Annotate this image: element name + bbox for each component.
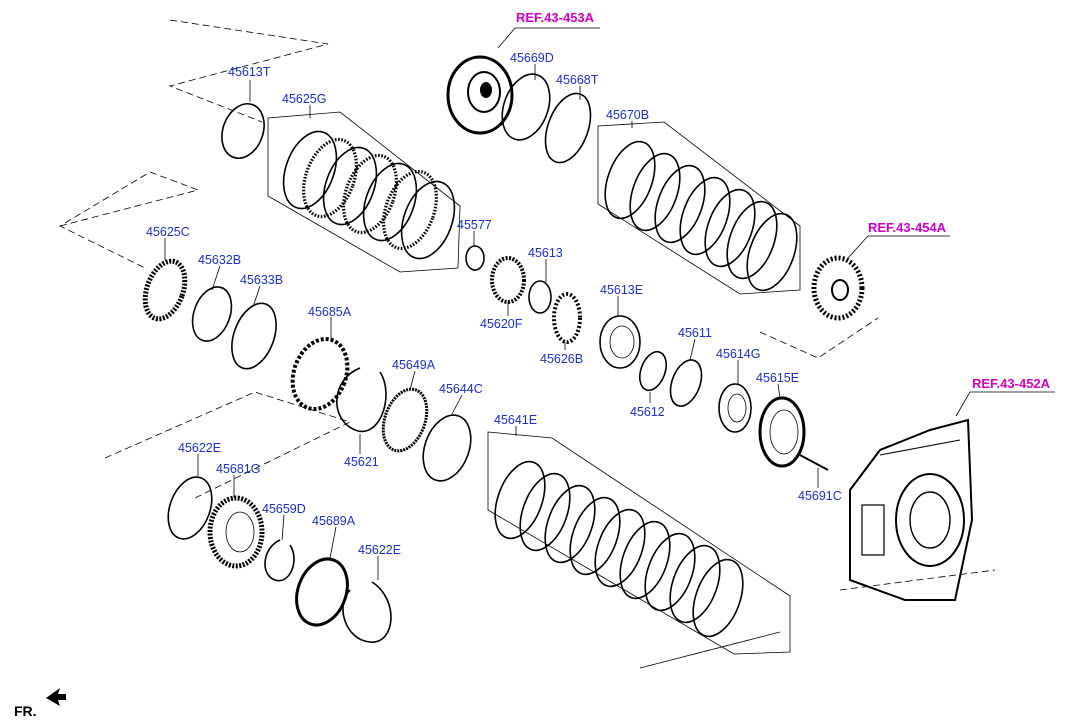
plate-45613E <box>599 315 641 369</box>
ref-label-452a[interactable]: REF.43-452A <box>972 376 1051 391</box>
bearing-45626B <box>552 292 582 344</box>
part-label-45626B[interactable]: 45626B <box>540 352 583 366</box>
disc-45649A <box>381 387 429 453</box>
gear-ref-454a <box>811 255 865 321</box>
part-label-45669D[interactable]: 45669D <box>510 51 554 65</box>
ring-45613 <box>528 280 552 314</box>
snap-ring-45622E-a <box>167 476 213 540</box>
ref-label-454a[interactable]: REF.43-454A <box>868 220 947 235</box>
part-label-45644C[interactable]: 45644C <box>439 382 483 396</box>
retainer-45615E <box>758 396 806 468</box>
ring-45612 <box>639 350 667 392</box>
part-label-45613E[interactable]: 45613E <box>600 283 643 297</box>
ring-45633B <box>231 302 277 370</box>
ring-45644C <box>422 414 472 482</box>
part-label-45612[interactable]: 45612 <box>630 405 665 419</box>
front-arrow-icon <box>46 688 66 706</box>
plate-45685A <box>290 337 350 411</box>
clutch-pack-45641E <box>494 460 744 638</box>
part-label-45649A[interactable]: 45649A <box>392 358 436 372</box>
part-label-45625C[interactable]: 45625C <box>146 225 190 239</box>
clutch-pack-45625G <box>282 130 456 260</box>
part-label-45670B[interactable]: 45670B <box>606 108 649 122</box>
part-label-45689A[interactable]: 45689A <box>312 514 356 528</box>
part-label-45613T[interactable]: 45613T <box>228 65 271 79</box>
drum-45681G <box>207 495 265 569</box>
housing-ref-452a <box>849 418 974 601</box>
ref-label-453a[interactable]: REF.43-453A <box>516 10 595 25</box>
drum-ref-453a <box>446 55 514 135</box>
ring-45611 <box>669 359 703 407</box>
part-label-45611[interactable]: 45611 <box>678 326 712 340</box>
part-label-45668T[interactable]: 45668T <box>556 73 599 87</box>
ring-45577 <box>465 245 485 271</box>
ring-45669D <box>501 73 551 141</box>
part-label-45613[interactable]: 45613 <box>528 246 563 260</box>
part-label-45659D[interactable]: 45659D <box>262 502 306 516</box>
snap-ring-45622E-b <box>342 581 392 643</box>
clutch-pack-45670B <box>604 140 798 292</box>
leader-lines <box>164 27 1055 580</box>
part-label-45681G[interactable]: 45681G <box>216 462 260 476</box>
snap-ring-45621 <box>336 367 387 433</box>
subassembly-outlines <box>59 19 996 669</box>
part-label-45621[interactable]: 45621 <box>344 455 379 469</box>
part-label-45620F[interactable]: 45620F <box>480 317 523 331</box>
part-label-45625G[interactable]: 45625G <box>282 92 326 106</box>
part-label-45577[interactable]: 45577 <box>457 218 492 232</box>
hub-45625C <box>142 258 188 322</box>
ring-45632B <box>191 286 233 342</box>
plate-45614G <box>718 383 752 433</box>
part-label-45632B[interactable]: 45632B <box>198 253 241 267</box>
part-label-45622E-upper[interactable]: 45622E <box>178 441 221 455</box>
part-label-45614G[interactable]: 45614G <box>716 347 760 361</box>
part-label-45615E[interactable]: 45615E <box>756 371 799 385</box>
part-label-45633B[interactable]: 45633B <box>240 273 283 287</box>
pin-45691C <box>799 454 829 471</box>
part-label-45622E-lower[interactable]: 45622E <box>358 543 401 557</box>
gear-45620F <box>490 256 526 304</box>
front-direction-label: FR. <box>14 703 37 719</box>
part-graphics <box>46 55 974 706</box>
snap-ring-45659D <box>264 539 295 582</box>
plate-45689A <box>295 557 349 627</box>
snap-ring-45613T <box>221 103 265 159</box>
group-boxes <box>267 111 801 655</box>
part-label-45641E[interactable]: 45641E <box>494 413 537 427</box>
part-label-45691C[interactable]: 45691C <box>798 489 842 503</box>
part-label-45685A[interactable]: 45685A <box>308 305 352 319</box>
ring-45668T <box>544 92 592 164</box>
